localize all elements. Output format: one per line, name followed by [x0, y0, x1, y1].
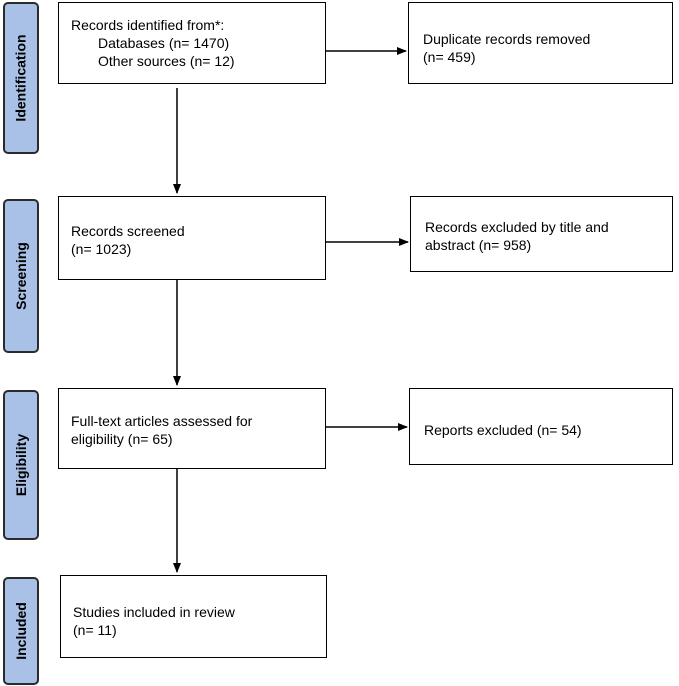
reports-excluded-label: Reports excluded (n= 54)	[424, 422, 582, 438]
studies-included-count: (n= 11)	[73, 622, 117, 638]
reports-excluded-box: Reports excluded (n= 54)	[409, 388, 673, 465]
duplicates-removed-box: Duplicate records removed (n= 459)	[408, 2, 673, 84]
studies-included-label: Studies included in review	[73, 604, 235, 620]
records-screened-count: (n= 1023)	[71, 241, 132, 257]
full-text-assessed-label: Full-text articles assessed for	[71, 413, 253, 429]
records-screened-label: Records screened	[71, 223, 185, 239]
stage-tab-included: Included	[3, 577, 39, 685]
full-text-assessed-box: Full-text articles assessed for eligibil…	[58, 388, 326, 469]
stage-tab-screening: Screening	[3, 199, 39, 353]
duplicates-removed-label: Duplicate records removed	[423, 31, 591, 47]
studies-included-box: Studies included in review (n= 11)	[60, 575, 327, 658]
stage-tab-identification: Identification	[3, 2, 39, 154]
records-excluded-label: Records excluded by title and	[425, 219, 609, 235]
full-text-assessed-count: eligibility (n= 65)	[71, 431, 173, 447]
duplicates-removed-count: (n= 459)	[423, 49, 476, 65]
records-excluded-count: abstract (n= 958)	[425, 237, 532, 253]
databases-count: Databases (n= 1470)	[98, 35, 230, 51]
other-sources-count: Other sources (n= 12)	[98, 53, 235, 69]
stage-tab-eligibility: Eligibility	[3, 390, 39, 540]
records-screened-box: Records screened (n= 1023)	[58, 196, 326, 280]
records-identified-box: Records identified from*: Databases (n= …	[58, 2, 326, 84]
records-excluded-box: Records excluded by title and abstract (…	[410, 196, 673, 272]
records-identified-title: Records identified from*:	[71, 17, 225, 33]
